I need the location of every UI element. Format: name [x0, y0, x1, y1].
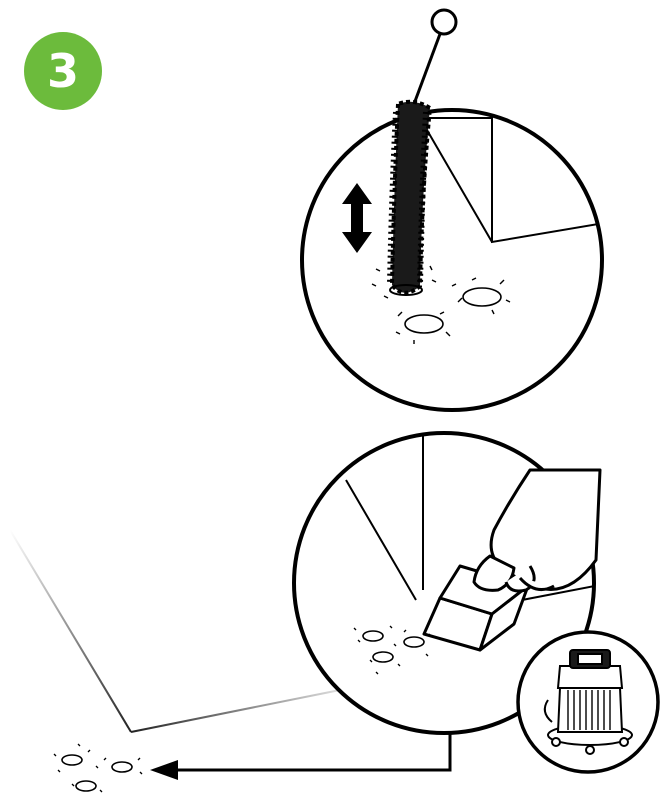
brush-cleaning-detail — [300, 10, 610, 410]
dust-specks-icon — [54, 744, 142, 792]
vacuum-cleaner-detail — [518, 632, 658, 772]
appliance-cabinet — [10, 165, 340, 732]
direction-arrow — [150, 733, 450, 780]
